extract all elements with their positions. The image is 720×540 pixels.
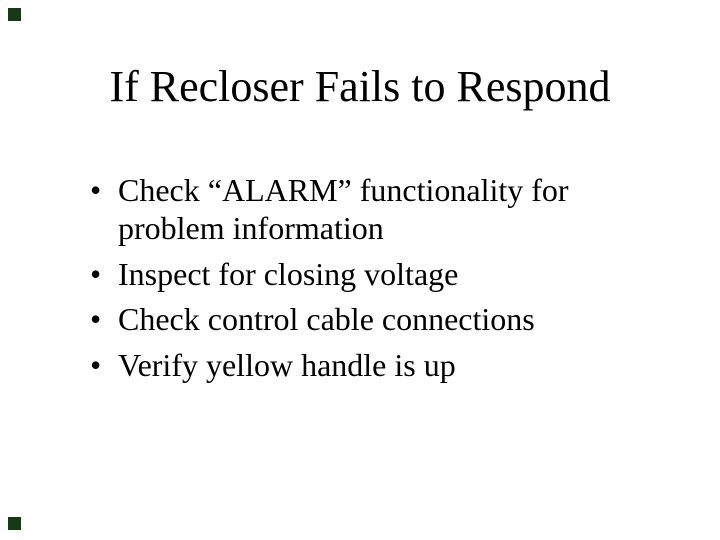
bullet-list: • Check “ALARM” functionality for proble… bbox=[90, 171, 590, 391]
bullet-item: • Inspect for closing voltage bbox=[90, 255, 590, 293]
bullet-text: Inspect for closing voltage bbox=[118, 255, 459, 292]
bullet-item: • Check control cable connections bbox=[90, 300, 590, 338]
bullet-item: • Check “ALARM” functionality for proble… bbox=[90, 171, 590, 248]
slide-title: If Recloser Fails to Respond bbox=[109, 62, 611, 111]
bullet-icon: • bbox=[90, 346, 102, 383]
bullet-icon: • bbox=[90, 301, 102, 338]
bullet-item: • Verify yellow handle is up bbox=[90, 346, 590, 384]
corner-marker-bottom-left bbox=[8, 517, 21, 530]
bullet-text: Verify yellow handle is up bbox=[118, 346, 456, 383]
bullet-icon: • bbox=[90, 172, 102, 208]
bullet-text: Check “ALARM” functionality for problem … bbox=[118, 172, 569, 247]
corner-marker-top-left bbox=[8, 8, 21, 21]
bullet-icon: • bbox=[90, 255, 102, 292]
bullet-text: Check control cable connections bbox=[118, 301, 535, 338]
